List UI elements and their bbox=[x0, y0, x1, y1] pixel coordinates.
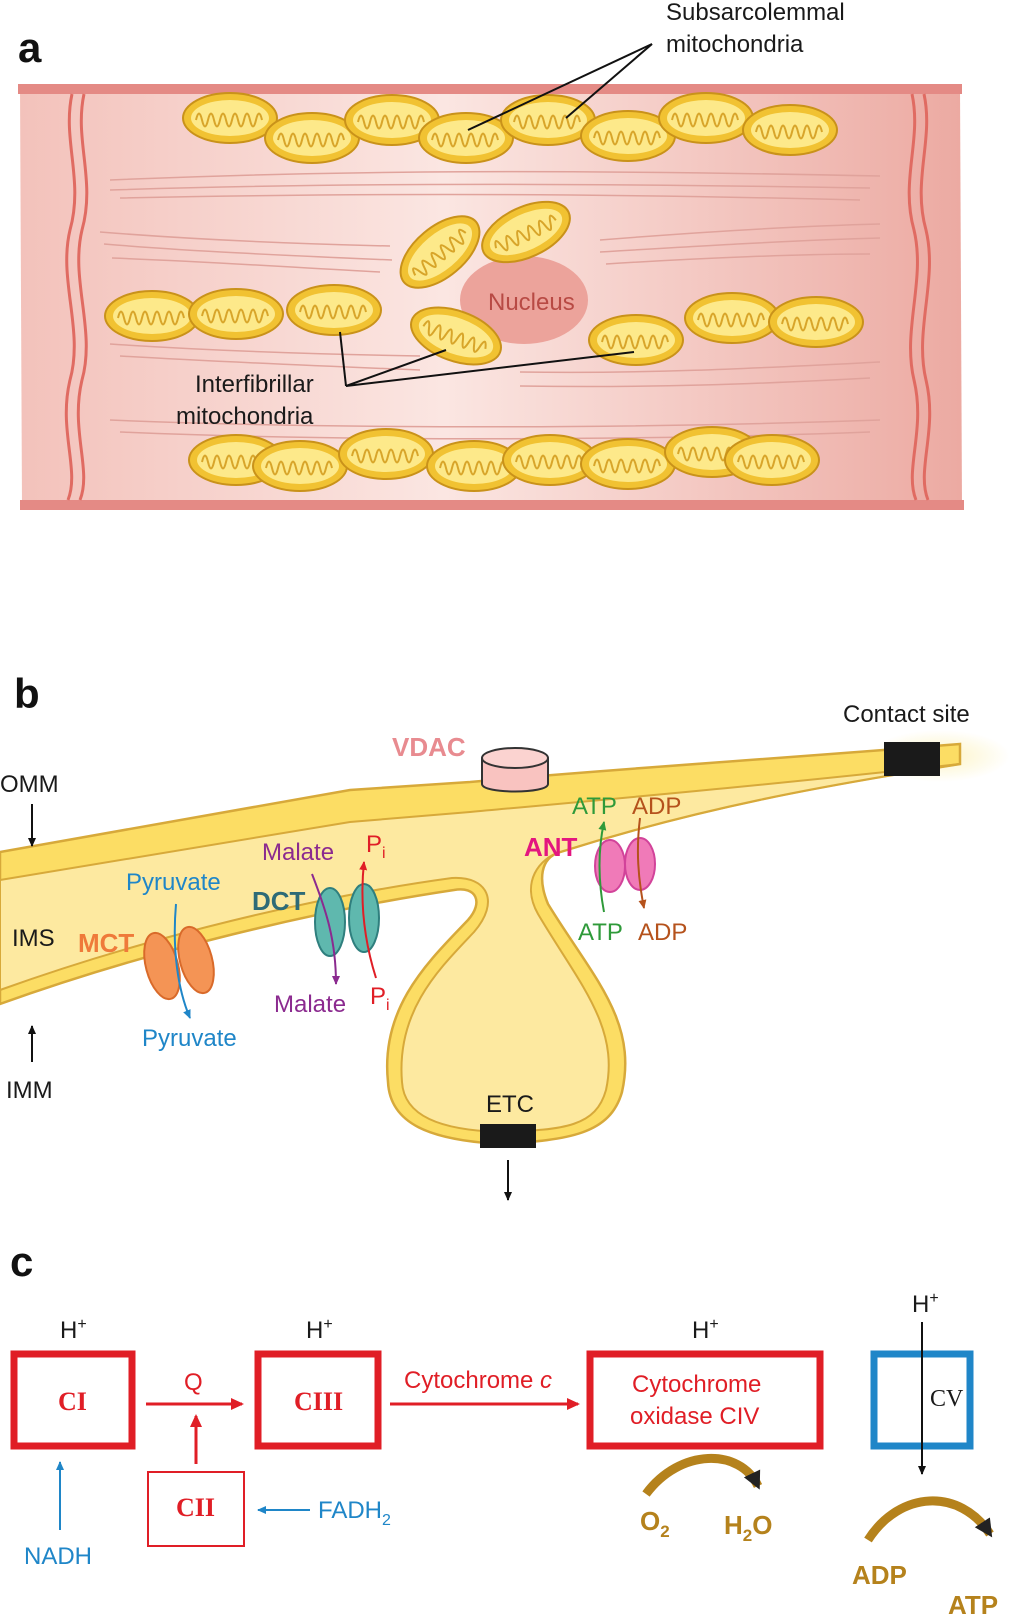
panel-a-letter: a bbox=[18, 24, 42, 71]
o2-label: O2 bbox=[640, 1506, 670, 1541]
leader-lines-a bbox=[339, 43, 653, 387]
complex-i-label: CI bbox=[58, 1387, 87, 1416]
adp-label-c: ADP bbox=[852, 1560, 907, 1590]
complex-i-box bbox=[10, 1350, 136, 1450]
ant-transporter bbox=[594, 837, 656, 893]
imm-matrix bbox=[0, 763, 961, 1134]
nucleus-label: Nucleus bbox=[488, 289, 575, 316]
h-plus-cv: H+ bbox=[912, 1290, 939, 1318]
myofibrils bbox=[99, 170, 881, 440]
adp-bottom-label: ADP bbox=[638, 919, 687, 946]
panel-b: b Contact site VDAC OMM IMS IMM MCT Pyru… bbox=[0, 670, 1010, 1201]
atp-arrow bbox=[598, 821, 607, 913]
vdac-label: VDAC bbox=[392, 732, 466, 762]
complex-ii-box bbox=[147, 1471, 245, 1547]
interfibrillar-label-2: mitochondria bbox=[176, 403, 314, 430]
o2-h2o-arrow bbox=[642, 1453, 763, 1497]
complex-iv-label-1: Cytochrome bbox=[632, 1371, 761, 1398]
imm-label: IMM bbox=[6, 1077, 53, 1104]
h-plus-ciii: H+ bbox=[306, 1316, 333, 1344]
ims-label: IMS bbox=[12, 925, 55, 952]
complex-v-label: CV bbox=[930, 1386, 964, 1412]
panel-a: a bbox=[18, 0, 964, 510]
pi-bottom-label: Pi bbox=[370, 983, 390, 1014]
etc-complex bbox=[480, 1124, 536, 1148]
omm-label: OMM bbox=[0, 771, 59, 798]
adp-top-label: ADP bbox=[632, 793, 681, 820]
panel-c-letter: c bbox=[10, 1238, 33, 1285]
nadh-label: NADH bbox=[24, 1543, 92, 1570]
pi-top-label: Pi bbox=[366, 831, 386, 862]
q-label: Q bbox=[184, 1369, 203, 1396]
contact-site bbox=[884, 742, 940, 776]
h-plus-civ: H+ bbox=[692, 1316, 719, 1344]
mct-transporter bbox=[143, 925, 215, 1001]
malate-bottom-label: Malate bbox=[274, 991, 346, 1018]
complex-iii-label: CIII bbox=[294, 1387, 343, 1416]
muscle-fiber: Nucleus bbox=[18, 84, 964, 510]
dct-label: DCT bbox=[252, 886, 306, 916]
atp-bottom-label: ATP bbox=[578, 919, 623, 946]
malate-top-label: Malate bbox=[262, 839, 334, 866]
fadh2-label: FADH2 bbox=[318, 1497, 391, 1529]
contact-site-label: Contact site bbox=[843, 701, 970, 728]
nucleus bbox=[460, 256, 588, 344]
adp-atp-arrow bbox=[864, 1496, 994, 1543]
h2o-label: H2O bbox=[724, 1510, 772, 1545]
vdac-channel bbox=[481, 747, 549, 793]
etc-label: ETC bbox=[486, 1091, 534, 1118]
adp-arrow bbox=[636, 817, 647, 909]
malate-arrow bbox=[311, 873, 340, 985]
mct-label: MCT bbox=[78, 928, 134, 958]
subsarcolemmal-label-1: Subsarcolemmal bbox=[666, 0, 845, 26]
panel-c: c H+ H+ H+ H+ CI CIII CII Cytochrome oxi… bbox=[10, 1238, 998, 1618]
atp-label-c: ATP bbox=[948, 1590, 998, 1618]
subsarcolemmal-label-2: mitochondria bbox=[666, 31, 804, 58]
complex-ii-label: CII bbox=[176, 1493, 215, 1522]
complex-iii-box bbox=[254, 1350, 382, 1450]
atp-top-label: ATP bbox=[572, 793, 617, 820]
complex-iv-box bbox=[586, 1350, 824, 1450]
cytochrome-c-label: Cytochrome c bbox=[404, 1367, 552, 1394]
pyruvate-top-label: Pyruvate bbox=[126, 869, 221, 896]
interfibrillar-label-1: Interfibrillar bbox=[195, 371, 314, 398]
pyruvate-bottom-label: Pyruvate bbox=[142, 1025, 237, 1052]
pyruvate-arrow bbox=[173, 903, 191, 1019]
h-plus-ci: H+ bbox=[60, 1316, 87, 1344]
ant-label: ANT bbox=[524, 832, 578, 862]
pi-arrow bbox=[359, 861, 377, 979]
panel-b-letter: b bbox=[14, 670, 40, 717]
complex-iv-label-2: oxidase CIV bbox=[630, 1403, 759, 1430]
